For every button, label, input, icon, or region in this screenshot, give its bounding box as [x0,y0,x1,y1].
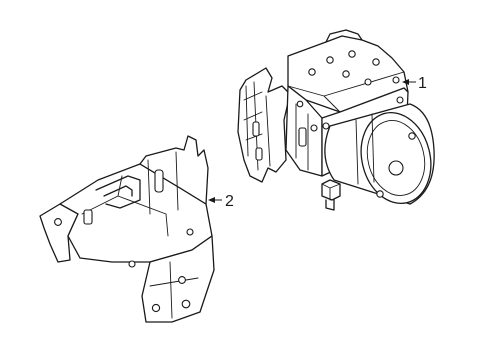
callout-2: 2 [208,193,234,210]
abs-modulator-unit [237,29,435,211]
callout-2-label: 2 [225,193,234,210]
callout-1-label: 1 [418,75,427,92]
callout-1: 1 [402,75,427,92]
callout-2-arrowhead [208,197,215,203]
callout-1-arrowhead [402,79,409,85]
mounting-bracket [39,135,215,323]
